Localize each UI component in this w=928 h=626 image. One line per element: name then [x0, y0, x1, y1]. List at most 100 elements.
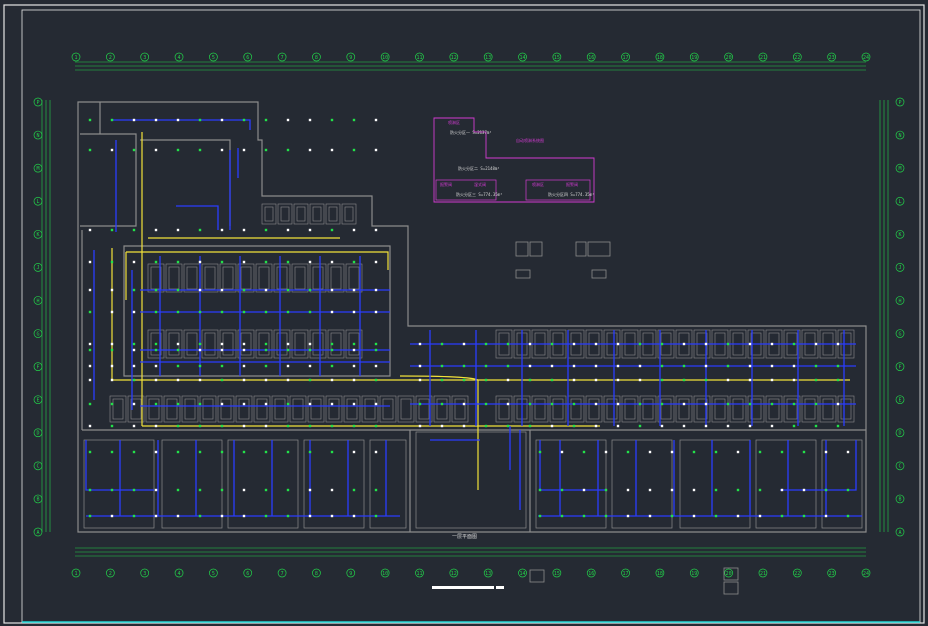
parking-stall — [603, 395, 621, 423]
parking-stall — [567, 395, 585, 423]
parking-stall — [345, 329, 363, 359]
sprinkler-head-icon — [264, 450, 268, 454]
sprinkler-head-icon — [648, 514, 652, 518]
sprinkler-head-icon — [352, 148, 356, 152]
sprinkler-head-icon — [286, 288, 290, 292]
axis-bubble — [621, 568, 630, 578]
sprinkler-head-icon — [462, 402, 466, 406]
axis-bubble — [552, 568, 562, 578]
parking-stall — [531, 395, 549, 423]
axis-label: 6 — [246, 55, 249, 61]
parking-stall — [237, 329, 255, 359]
sprinkler-head-icon — [330, 488, 334, 492]
sprinkler-head-icon — [836, 424, 840, 428]
building-walls — [77, 101, 867, 533]
parking-stall — [585, 395, 603, 423]
sprinkler-head-icon — [264, 288, 268, 292]
sprinkler-head-icon — [330, 450, 334, 454]
parking-car-outline — [312, 206, 322, 222]
axis-bubble — [895, 428, 905, 438]
sprinkler-head-icon — [560, 450, 564, 454]
sprinkler-head-icon — [484, 424, 488, 428]
axis-label: 5 — [212, 571, 215, 577]
parking-stall — [819, 395, 837, 423]
sprinkler-head-icon — [286, 148, 290, 152]
sprinkler-head-icon — [176, 424, 180, 428]
sprinkler-head-icon — [88, 228, 92, 232]
sprinkler-head-icon — [308, 148, 312, 152]
sprinkler-head-icon — [110, 228, 114, 232]
sprinkler-head-icon — [220, 288, 224, 292]
axis-label: 20 — [726, 571, 732, 577]
sprinkler-head-icon — [154, 402, 158, 406]
sprinkler-head-icon — [792, 402, 796, 406]
sprinkler-head-icon — [132, 118, 136, 122]
sprinkler-head-icon — [154, 118, 158, 122]
sprinkler-head-icon — [330, 148, 334, 152]
axis-bubble — [895, 229, 905, 239]
axis-label: 14 — [520, 571, 526, 577]
sprinkler-head-icon — [242, 342, 246, 346]
sprinkler-head-icon — [308, 342, 312, 346]
parking-stall — [433, 395, 451, 423]
sprinkler-head-icon — [264, 364, 268, 368]
axis-label: M — [36, 166, 39, 172]
axis-label: 19 — [691, 55, 697, 61]
parking-stall — [271, 395, 289, 423]
sprinkler-head-icon — [814, 364, 818, 368]
sprinkler-head-icon — [770, 402, 774, 406]
sprinkler-head-icon — [264, 378, 268, 382]
parking-stall — [549, 395, 567, 423]
sprinkler-head-icon — [132, 348, 136, 352]
sprinkler-head-icon — [154, 260, 158, 264]
sprinkler-head-icon — [132, 228, 136, 232]
sprinkler-head-icon — [638, 364, 642, 368]
sprinkler-head-icon — [308, 364, 312, 368]
sprinkler-head-icon — [88, 450, 92, 454]
sprinkler-head-icon — [264, 118, 268, 122]
drawing-frame-inner — [21, 9, 921, 624]
parking-car-outline — [184, 398, 196, 420]
axis-label: F — [36, 364, 39, 370]
parking-stall — [291, 329, 309, 359]
sprinkler-head-icon — [682, 342, 686, 346]
parking-car-outline — [166, 398, 178, 420]
parking-stall — [165, 329, 183, 359]
axis-bubble — [895, 362, 905, 371]
sprinkler-head-icon — [88, 424, 92, 428]
sprinkler-head-icon — [780, 488, 784, 492]
axis-label: B — [898, 497, 901, 503]
sprinkler-head-icon — [660, 342, 664, 346]
sprinkler-head-icon — [286, 364, 290, 368]
axis-bubble — [71, 52, 81, 62]
sprinkler-head-icon — [176, 228, 180, 232]
parking-stall — [127, 395, 145, 423]
sprinkler-head-icon — [286, 450, 290, 454]
axis-label: 11 — [416, 55, 422, 61]
sprinkler-head-icon — [154, 378, 158, 382]
sprinkler-head-icon — [242, 364, 246, 368]
sprinkler-head-icon — [154, 228, 158, 232]
parking-car-outline — [552, 398, 564, 420]
sprinkler-head-icon — [462, 424, 466, 428]
parking-stall — [397, 395, 415, 423]
parking-car-outline — [186, 332, 198, 356]
axis-bubble — [792, 52, 802, 62]
axis-bubble — [586, 52, 596, 62]
sprinkler-head-icon — [220, 148, 224, 152]
sprinkler-head-icon — [616, 342, 620, 346]
sprinkler-head-icon — [770, 378, 774, 382]
sprinkler-head-icon — [528, 424, 532, 428]
parking-stall — [765, 395, 783, 423]
sprinkler-head-icon — [242, 450, 246, 454]
sprinkler-head-icon — [748, 342, 752, 346]
sprinkler-head-icon — [352, 378, 356, 382]
axis-label: 10 — [382, 55, 388, 61]
parking-stall — [783, 395, 801, 423]
axis-label: 3 — [143, 55, 146, 61]
dimension-chain-left — [41, 100, 51, 532]
axis-label: 20 — [726, 55, 732, 61]
sprinkler-head-icon — [110, 260, 114, 264]
sprinkler-head-icon — [626, 514, 630, 518]
